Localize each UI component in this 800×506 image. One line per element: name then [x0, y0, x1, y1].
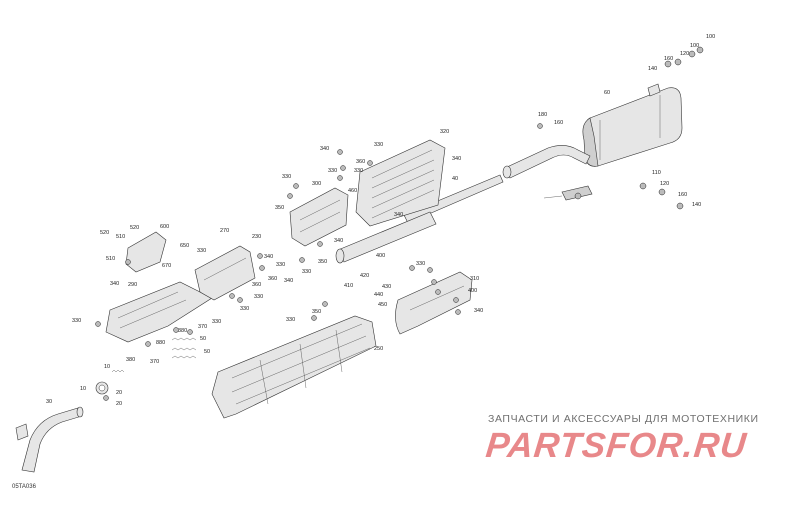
svg-text:440: 440 [374, 292, 383, 298]
svg-text:160: 160 [554, 120, 563, 126]
sensor [543, 185, 593, 201]
svg-text:30: 30 [46, 399, 52, 405]
svg-text:350: 350 [275, 205, 284, 211]
svg-text:330: 330 [72, 318, 81, 324]
svg-text:300: 300 [312, 181, 321, 187]
svg-text:290: 290 [128, 282, 137, 288]
springs [111, 337, 197, 373]
rear-pipe [403, 145, 591, 224]
front-pipe [15, 406, 84, 473]
svg-text:250: 250 [374, 346, 383, 352]
svg-text:510: 510 [116, 234, 125, 240]
heat-shield-upper [355, 139, 446, 227]
svg-text:330: 330 [374, 142, 383, 148]
svg-text:330: 330 [197, 248, 206, 254]
svg-text:270: 270 [220, 228, 229, 234]
svg-text:140: 140 [648, 66, 657, 72]
muffler [582, 83, 683, 167]
svg-text:330: 330 [240, 306, 249, 312]
heat-shield-right [395, 271, 473, 335]
svg-text:60: 60 [604, 90, 610, 96]
svg-text:230: 230 [252, 234, 261, 240]
watermark-tagline: ЗАПЧАСТИ И АКСЕССУАРЫ ДЛЯ МОТОТЕХНИКИ [488, 413, 759, 425]
svg-text:410: 410 [344, 283, 353, 289]
watermark-logo: PARTSFOR.RU [484, 426, 749, 465]
svg-text:330: 330 [276, 262, 285, 268]
svg-text:330: 330 [328, 168, 337, 174]
svg-text:120: 120 [680, 51, 689, 57]
svg-text:420: 420 [360, 273, 369, 279]
middle-bracket [289, 187, 349, 247]
svg-text:360: 360 [252, 282, 261, 288]
svg-text:330: 330 [416, 261, 425, 267]
svg-text:520: 520 [130, 225, 139, 231]
svg-text:520: 520 [100, 230, 109, 236]
diagram-code: 05TA036 [12, 484, 36, 490]
callouts: 100 100 120 160 140 60 180 160 110 120 160 140… [46, 34, 715, 407]
svg-text:340: 340 [474, 308, 483, 314]
svg-text:50: 50 [200, 336, 206, 342]
svg-text:330: 330 [212, 319, 221, 325]
svg-text:310: 310 [470, 276, 479, 282]
svg-text:340: 340 [394, 212, 403, 218]
svg-text:20: 20 [116, 401, 122, 407]
svg-text:340: 340 [284, 278, 293, 284]
svg-text:10: 10 [104, 364, 110, 370]
svg-text:600: 600 [160, 224, 169, 230]
hardware [95, 46, 704, 401]
svg-text:400: 400 [376, 253, 385, 259]
svg-text:400: 400 [468, 288, 477, 294]
svg-text:330: 330 [302, 269, 311, 275]
svg-text:460: 460 [348, 188, 357, 194]
svg-text:650: 650 [180, 243, 189, 249]
svg-text:360: 360 [268, 276, 277, 282]
gasket-ring [95, 381, 109, 395]
heat-shield-long [211, 315, 377, 419]
svg-text:50: 50 [204, 349, 210, 355]
middle-pipe [335, 211, 437, 264]
svg-text:340: 340 [452, 156, 461, 162]
svg-text:330: 330 [354, 168, 363, 174]
svg-text:370: 370 [198, 324, 207, 330]
svg-text:340: 340 [264, 254, 273, 260]
svg-text:340: 340 [334, 238, 343, 244]
svg-text:160: 160 [678, 192, 687, 198]
svg-text:100: 100 [706, 34, 715, 40]
svg-text:180: 180 [538, 112, 547, 118]
svg-text:430: 430 [382, 284, 391, 290]
svg-text:340: 340 [110, 281, 119, 287]
svg-text:160: 160 [664, 56, 673, 62]
svg-text:330: 330 [254, 294, 263, 300]
svg-text:670: 670 [162, 263, 171, 269]
svg-text:320: 320 [440, 129, 449, 135]
svg-text:350: 350 [318, 259, 327, 265]
svg-text:100: 100 [690, 43, 699, 49]
svg-text:10: 10 [80, 386, 86, 392]
svg-text:20: 20 [116, 390, 122, 396]
svg-text:360: 360 [356, 159, 365, 165]
svg-text:340: 340 [320, 146, 329, 152]
svg-text:380: 380 [126, 357, 135, 363]
svg-text:110: 110 [652, 170, 661, 176]
bracket-600 [125, 231, 167, 273]
svg-text:510: 510 [106, 256, 115, 262]
heat-shield-left [105, 281, 213, 343]
svg-text:140: 140 [692, 202, 701, 208]
svg-text:330: 330 [282, 174, 291, 180]
svg-text:40: 40 [452, 176, 458, 182]
svg-text:330: 330 [286, 317, 295, 323]
svg-text:370: 370 [150, 359, 159, 365]
svg-text:880: 880 [156, 340, 165, 346]
bracket-270 [194, 245, 256, 301]
svg-text:350: 350 [312, 309, 321, 315]
svg-text:380: 380 [178, 328, 187, 334]
svg-text:450: 450 [378, 302, 387, 308]
svg-text:120: 120 [660, 181, 669, 187]
